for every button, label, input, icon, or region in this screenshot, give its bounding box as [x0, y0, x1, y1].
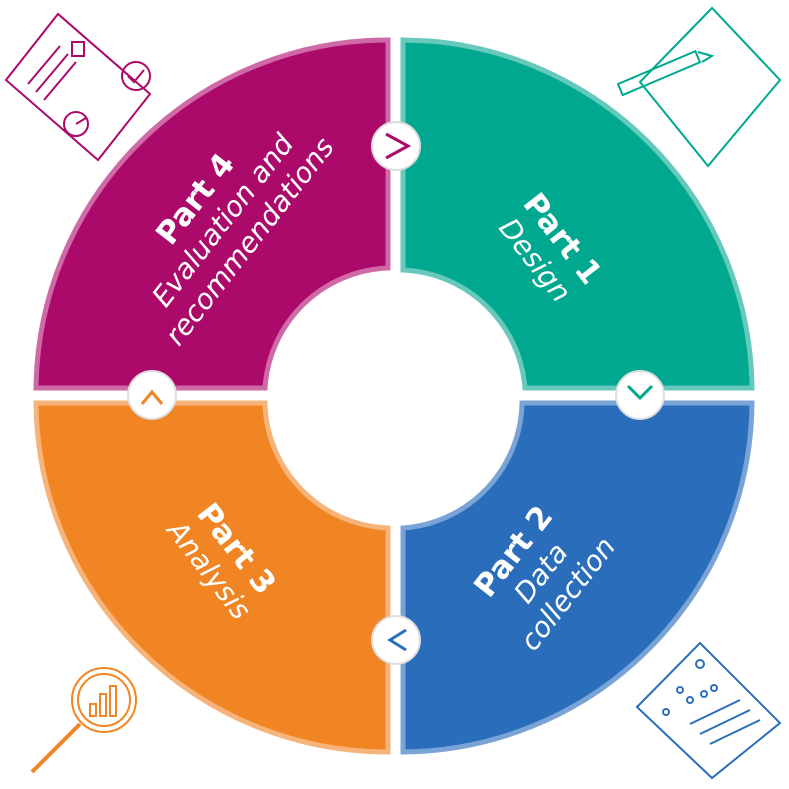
report-checkmark-icon	[4, 12, 152, 162]
connector-part3-to-part4	[127, 370, 177, 420]
segment-part-1: Part 1 Design	[400, 6, 782, 391]
chevron-left-icon	[387, 628, 407, 652]
pencil-paper-icon	[616, 6, 782, 168]
chevron-down-icon	[626, 384, 654, 401]
magnifier-chart-icon	[30, 667, 137, 774]
people-document-icon	[635, 641, 782, 780]
segment-part-3: Part 3 Analysis	[30, 400, 391, 774]
chevron-right-icon	[385, 132, 412, 160]
segment-part-2: Part 2 Data collection	[400, 400, 782, 780]
segment-part-4: Part 4 Evaluation and recommendations	[4, 12, 391, 391]
segment-part-3-shape	[33, 400, 391, 755]
connector-part2-to-part3	[371, 615, 421, 665]
segment-part-2-shape	[400, 400, 755, 755]
segment-part-1-shape	[400, 37, 755, 391]
chevron-up-icon	[140, 389, 164, 405]
connector-part1-to-part2	[615, 370, 665, 420]
connector-part4-to-part1	[371, 121, 421, 171]
segment-part-4-shape	[33, 37, 391, 391]
